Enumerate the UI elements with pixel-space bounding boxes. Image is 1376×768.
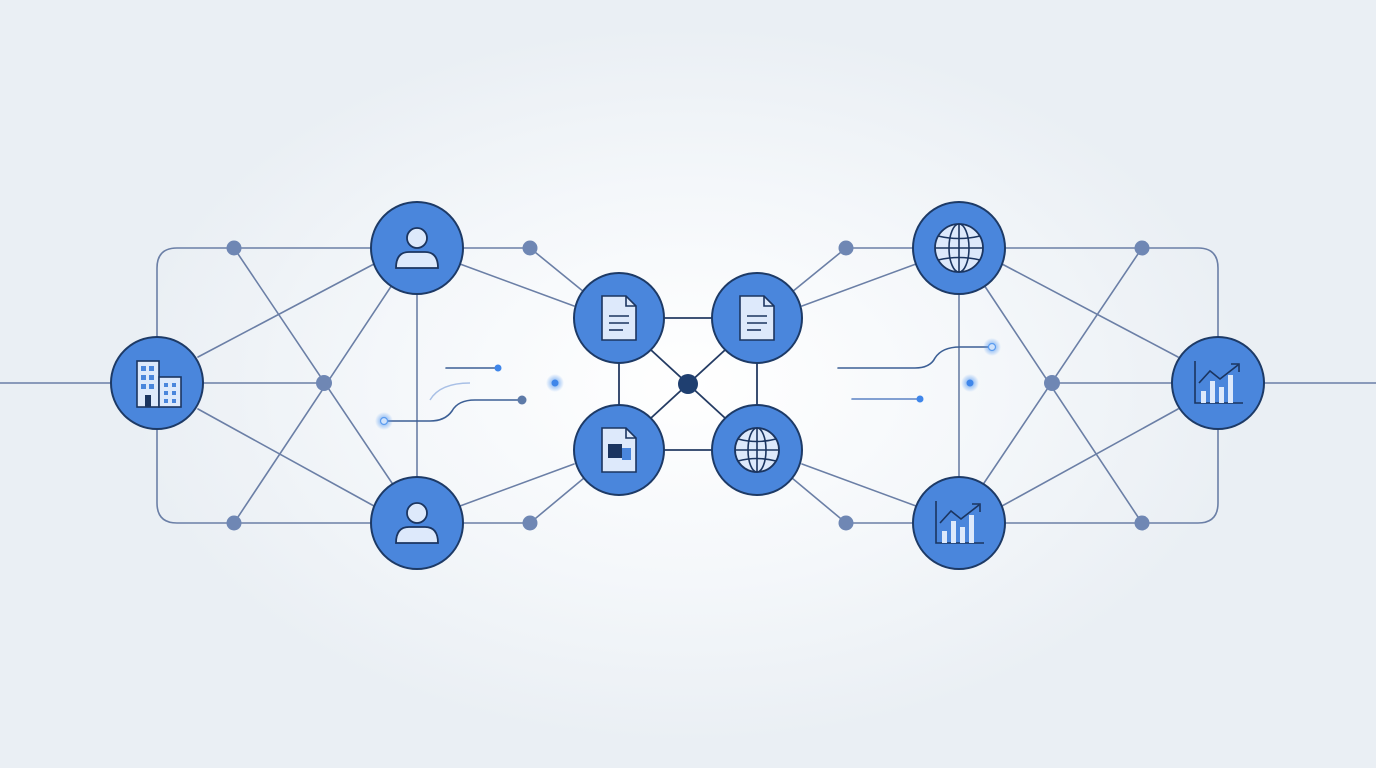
bar-chart-icon	[1194, 361, 1243, 404]
data-streams-right	[806, 346, 993, 400]
bar-chart-icon	[935, 501, 984, 544]
person-icon	[395, 227, 439, 269]
image-document-icon	[601, 427, 637, 473]
globe-icon	[934, 223, 984, 273]
junction-dots	[226, 240, 1150, 531]
building-icon	[136, 360, 182, 408]
node-person-top[interactable]	[370, 201, 464, 295]
document-icon	[601, 295, 637, 341]
node-person-bottom[interactable]	[370, 476, 464, 570]
node-image-document[interactable]	[573, 404, 665, 496]
node-chart-bottom[interactable]	[912, 476, 1006, 570]
glow-dots	[375, 338, 1001, 430]
data-streams-left	[383, 367, 555, 422]
node-building[interactable]	[110, 336, 204, 430]
document-icon	[739, 295, 775, 341]
node-document-top-right[interactable]	[711, 272, 803, 364]
node-globe-center[interactable]	[711, 404, 803, 496]
right-edges	[791, 247, 1376, 524]
node-document-top-left[interactable]	[573, 272, 665, 364]
person-icon	[395, 502, 439, 544]
left-edges	[0, 247, 585, 524]
globe-icon	[734, 427, 780, 473]
node-globe-top[interactable]	[912, 201, 1006, 295]
node-chart-right[interactable]	[1171, 336, 1265, 430]
central-hub	[678, 374, 698, 394]
